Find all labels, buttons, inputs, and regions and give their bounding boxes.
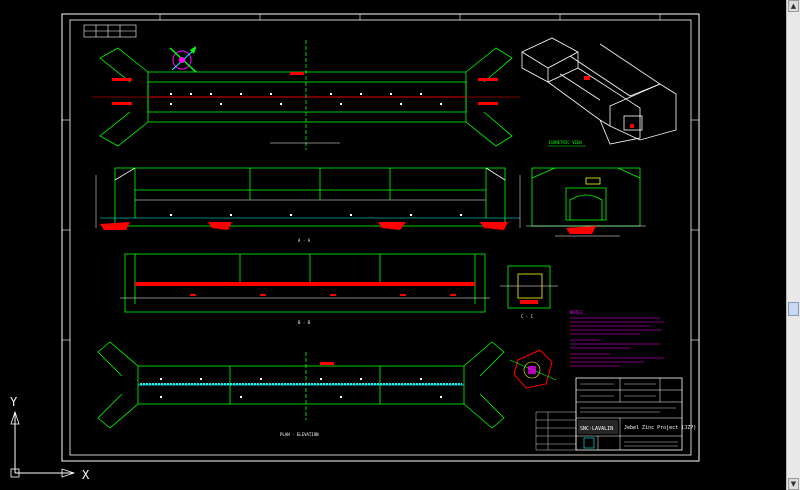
revision-table xyxy=(535,411,577,451)
section-cross-view xyxy=(526,167,646,237)
sheet-outer-border xyxy=(61,13,700,462)
scroll-down-button[interactable]: ▼ xyxy=(788,478,799,490)
sheet-inner-border xyxy=(69,19,692,456)
project-title: Jebel Zinc Project (JZP) xyxy=(624,425,696,431)
section-c-detail: C - C xyxy=(500,265,558,319)
bottom-plan-view: PLAN - ELEVATION xyxy=(97,341,505,437)
company-name: SNC·LAVALIN xyxy=(580,426,613,432)
scroll-thumb[interactable] xyxy=(788,302,799,316)
revision-box xyxy=(83,24,137,38)
north-arrow-icon xyxy=(169,46,197,73)
vertical-scrollbar[interactable]: ▲ ▼ xyxy=(786,0,800,490)
section-b-label: B - B xyxy=(298,320,311,325)
notes-heading: NOTES : xyxy=(570,310,587,315)
ucs-icon: Y X xyxy=(10,395,90,482)
cross-section-footing xyxy=(566,226,596,234)
ucs-x-label: X xyxy=(82,468,90,482)
rebar-detail xyxy=(509,349,557,389)
section-a-elevation: A - A xyxy=(95,167,521,243)
plan-view xyxy=(92,40,520,150)
plan-label: PLAN - ELEVATION xyxy=(280,432,319,437)
section-c-label: C - C xyxy=(521,314,534,319)
ucs-y-label: Y xyxy=(10,395,18,409)
scroll-up-button[interactable]: ▲ xyxy=(788,0,799,12)
frame-zone-ticks xyxy=(62,14,699,341)
section-b-elevation: B - B xyxy=(120,253,490,325)
notes-block: NOTES : xyxy=(570,310,664,367)
section-a-label: A - A xyxy=(298,238,311,243)
isometric-view xyxy=(521,37,677,147)
title-block: SNC·LAVALIN Jebel Zinc Project (JZP) xyxy=(575,377,696,451)
isometric-label: ISOMETRIC VIEW xyxy=(548,140,582,145)
